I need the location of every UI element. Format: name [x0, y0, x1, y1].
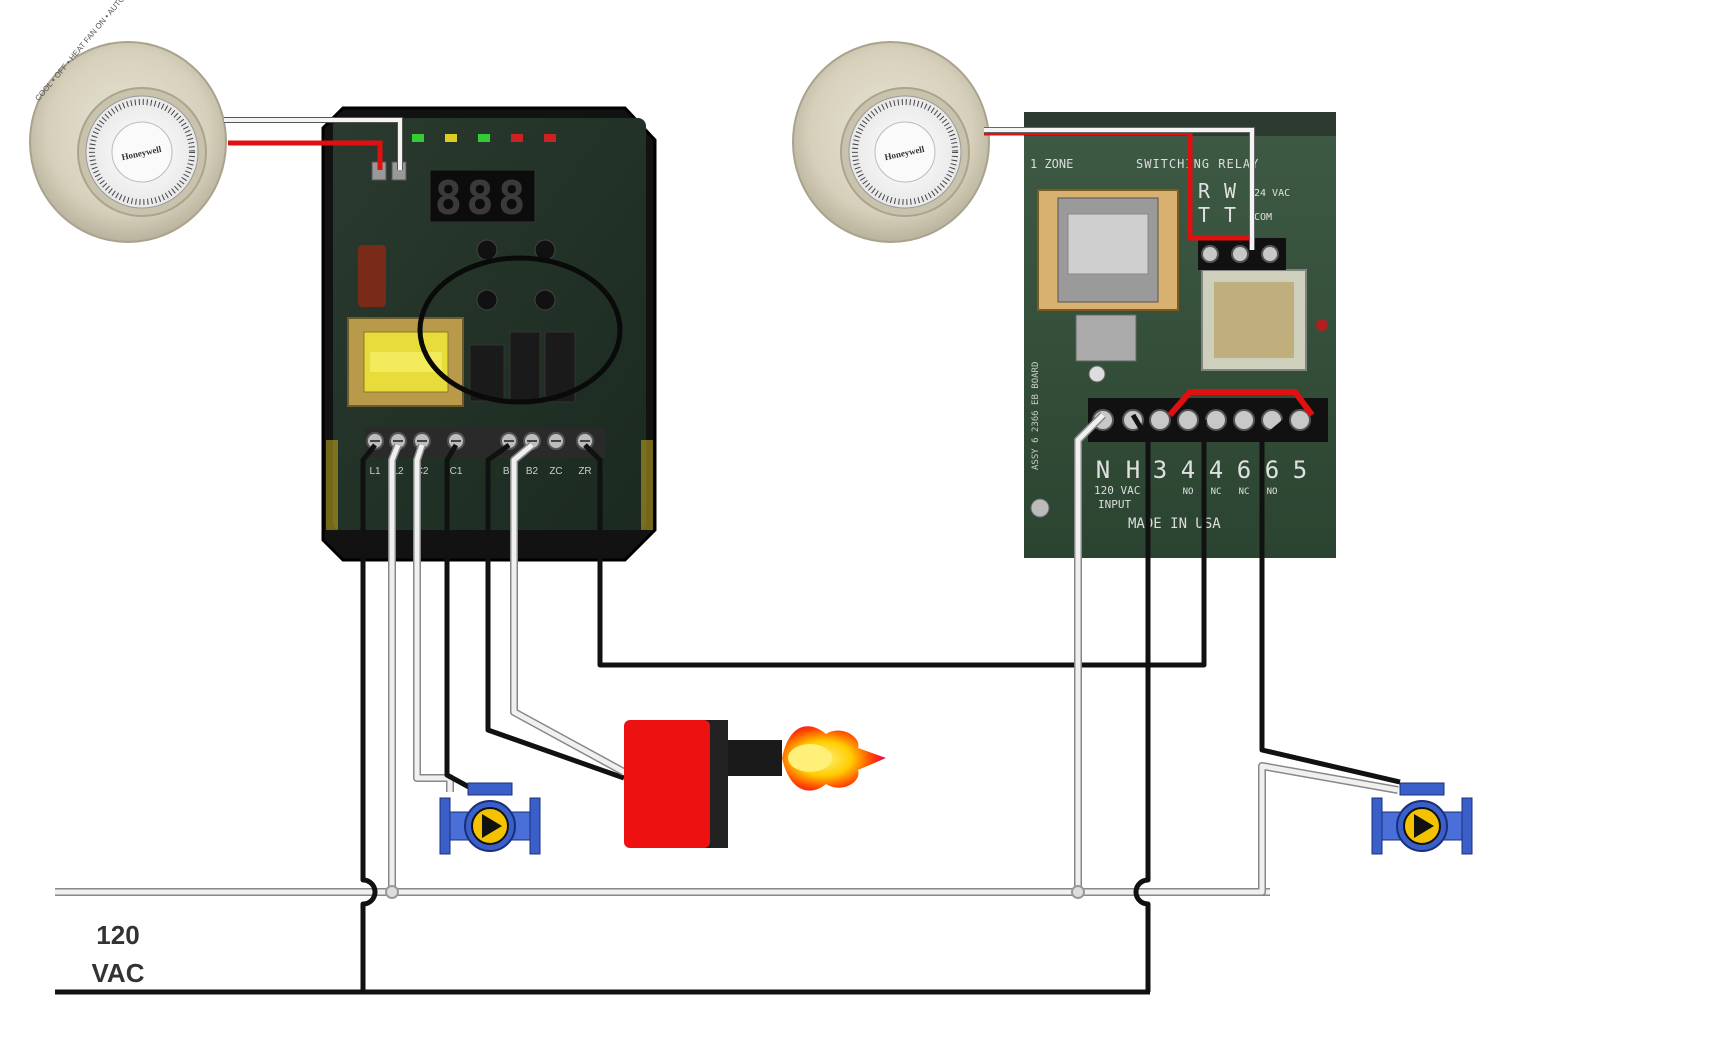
relay-top-screw [1261, 245, 1279, 263]
relay-input-line2: INPUT [1098, 498, 1131, 511]
relay-header-left: 1 ZONE [1030, 157, 1073, 171]
relay-bottom-terminal-label: 5 [1293, 456, 1307, 484]
aquastat-terminal-label: ZC [549, 466, 562, 477]
relay-jumper [1167, 389, 1315, 417]
aquastat-terminal-label: C2 [416, 466, 429, 477]
relay-bottom-terminal-label: 6 [1265, 456, 1279, 484]
burner [624, 720, 886, 848]
thermostat-icon: Honeywell [792, 41, 990, 243]
relay-top-terminal-label: T [1224, 203, 1236, 227]
aquastat-display: 888 [434, 171, 529, 225]
relay-top-terminal-label: 24 VAC [1254, 188, 1290, 199]
relay-contact-label: NO [1267, 487, 1278, 497]
pump-icon [439, 782, 541, 855]
relay-bottom-terminal-label: N [1096, 456, 1110, 484]
aquastat-terminal-label: L1 [369, 466, 381, 477]
relay-top-terminal-label: T [1198, 203, 1210, 227]
relay-top-screw [1201, 245, 1219, 263]
relay-contact-label: NC [1239, 487, 1250, 497]
relay-bottom-terminal-label: 4 [1209, 456, 1223, 484]
relay-input-line1: 120 VAC [1094, 484, 1140, 497]
thermostat-left: Honeywell COOL • OFF • HEAT FAN ON • AUT… [29, 0, 227, 243]
relay-bottom-screw [1149, 409, 1171, 431]
relay-contact-label: NC [1211, 487, 1222, 497]
relay-contact-label: NO [1183, 487, 1194, 497]
thermostat-right: Honeywell [792, 41, 990, 243]
supply-label-line1: 120 [96, 920, 139, 950]
relay-bottom-terminal-label: 6 [1237, 456, 1251, 484]
relay-bottom-terminal-label: 4 [1181, 456, 1195, 484]
supply-label-line2: VAC [92, 958, 145, 988]
pump-left [439, 782, 541, 855]
relay-top-screw [1231, 245, 1249, 263]
aquastat-terminal-label: B2 [526, 466, 539, 477]
relay-bottom-screw [1205, 409, 1227, 431]
aquastat-terminal-label: L2 [392, 466, 404, 477]
flame-icon [782, 726, 886, 791]
relay-top-terminal-label: W [1224, 179, 1237, 203]
relay-bottom-screw [1289, 409, 1311, 431]
aquastat-terminal-label: B1 [503, 466, 516, 477]
aquastat-control: 888 L1 L2 C2 C1 B1 B2 ZC ZR [321, 106, 657, 562]
relay-header-right: SWITCHING RELAY [1136, 157, 1259, 171]
aquastat-terminal-label: C1 [450, 466, 463, 477]
relay-top-terminal-label: COM [1254, 212, 1272, 223]
main-wiring [55, 412, 1401, 995]
relay-bottom-terminal-label: 3 [1153, 456, 1167, 484]
pump-icon [1371, 782, 1473, 855]
thermostat-wiring [224, 117, 1255, 250]
relay-made-in: MADE IN USA [1128, 516, 1221, 532]
pump-right [1371, 782, 1473, 855]
relay-top-terminal-label: R [1198, 179, 1211, 203]
thermostat-icon: Honeywell [29, 41, 227, 243]
relay-bottom-screw [1233, 409, 1255, 431]
relay-bottom-terminal-label: H [1126, 456, 1140, 484]
aquastat-terminal-label: ZR [578, 466, 591, 477]
relay-bottom-screw [1177, 409, 1199, 431]
relay-side-text: ASSY 6 2366 EB BOARD [1031, 362, 1041, 470]
burner-icon [624, 720, 782, 848]
